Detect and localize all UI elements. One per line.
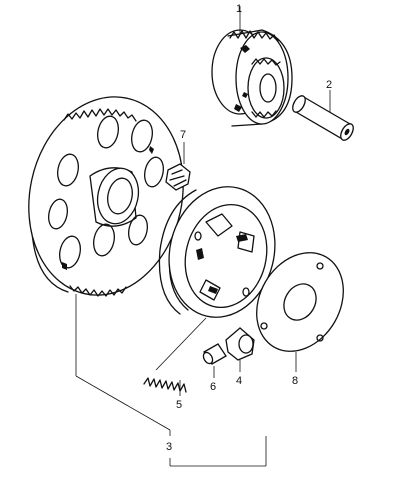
callout-1: 1 xyxy=(236,3,242,15)
idle-gear-shaft-part-2 xyxy=(292,90,354,141)
assembly-bracket-part-3 xyxy=(75,375,267,467)
callout-7: 7 xyxy=(180,129,186,141)
callout-8: 8 xyxy=(292,375,298,387)
roller-part-4 xyxy=(225,327,255,372)
idle-gear-part-1 xyxy=(211,6,293,127)
bolt-part-7 xyxy=(165,142,191,191)
clutch-plate-part-8 xyxy=(256,252,344,372)
callout-2: 2 xyxy=(326,79,332,91)
plunger-part-6 xyxy=(202,343,227,378)
spring-part-5 xyxy=(143,377,187,396)
callout-5: 5 xyxy=(176,399,182,411)
callout-3: 3 xyxy=(166,441,172,453)
starter-clutch-housing xyxy=(155,186,276,371)
starter-driven-gear-part-3 xyxy=(28,96,184,376)
callout-4: 4 xyxy=(236,375,242,387)
callout-6: 6 xyxy=(210,381,216,393)
